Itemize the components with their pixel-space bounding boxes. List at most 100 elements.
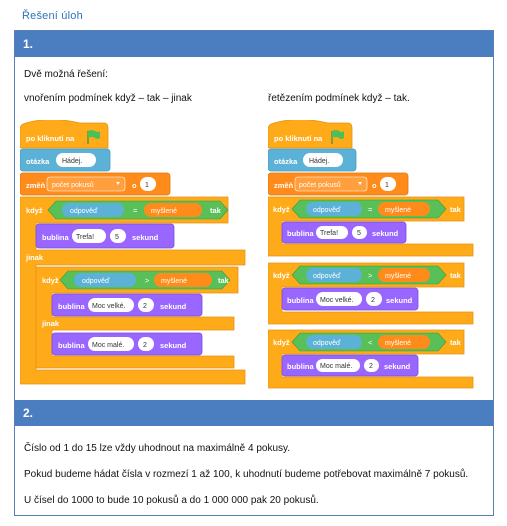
when-clicked-label: po kliknutí na <box>26 134 75 143</box>
then-label: tak <box>450 205 462 214</box>
secret-label: myšlené <box>151 208 177 215</box>
green-flag-icon <box>331 130 344 144</box>
else-label: jinak <box>25 253 44 262</box>
ask-input[interactable] <box>303 153 343 167</box>
content-frame <box>14 30 494 516</box>
say-hit-secs-input[interactable] <box>352 226 367 239</box>
ask-input[interactable] <box>56 153 96 167</box>
ask-value: Hádej. <box>309 158 329 165</box>
secret-label: myšlené <box>385 340 411 347</box>
guess-reporter[interactable] <box>306 335 362 349</box>
guess-label: odpověď <box>313 273 341 280</box>
secret-label: myšlené <box>385 207 411 214</box>
inner-secret-reporter[interactable] <box>154 273 212 287</box>
say-label: bublina <box>287 362 314 371</box>
then-label: tak <box>450 338 462 347</box>
say-big-input[interactable] <box>88 298 134 312</box>
answer-line-1: Číslo od 1 do 15 lze vždy uhodnout na ma… <box>24 443 291 454</box>
say-hit-input[interactable] <box>316 226 348 239</box>
say-big-message: Moc velké. <box>320 297 354 304</box>
say-hit-secs: 5 <box>115 234 119 241</box>
inner-guess-reporter[interactable] <box>74 273 136 287</box>
intro-text: Dvě možná řešení: <box>24 69 108 80</box>
if-label: když <box>26 206 43 215</box>
say-small-secs-input[interactable] <box>138 337 154 351</box>
right-script: po kliknutí na otázka Hádej. změň počet … <box>268 120 474 389</box>
right-caption: řetězením podmínek když – tak. <box>268 93 410 104</box>
say-hit-message: Trefa! <box>76 234 94 241</box>
left-script: po kliknutí na otázka Hádej. změň počet … <box>20 120 246 385</box>
when-flag-clicked-block[interactable] <box>20 120 109 149</box>
say-hit-secs-input[interactable] <box>110 229 126 243</box>
secs-label: sekund <box>384 362 411 371</box>
say-small-message: Moc malé. <box>320 363 352 370</box>
section-2-bar: 2. <box>15 400 493 426</box>
say-big-secs-label: sekund <box>160 302 187 311</box>
say-big-secs: 2 <box>143 303 147 310</box>
dropdown-arrow-icon <box>358 182 362 185</box>
answer-line-2: Pokud budeme hádat čísla v rozmezí 1 až … <box>24 469 469 480</box>
say-small-secs: 2 <box>143 342 147 349</box>
say-hit-input[interactable] <box>72 229 106 243</box>
variable-dropdown[interactable] <box>294 176 368 192</box>
inner-if-else-block[interactable] <box>35 266 239 369</box>
ask-value: Hádej. <box>62 158 82 165</box>
secret-reporter[interactable] <box>378 202 430 216</box>
when-flag-clicked-block[interactable] <box>268 120 353 149</box>
say-big-message: Moc velké. <box>92 303 126 310</box>
secret-reporter[interactable] <box>378 268 430 282</box>
dropdown-arrow-icon <box>116 182 120 185</box>
if-label: když <box>273 205 290 214</box>
greater-operator: > <box>145 276 150 285</box>
greater-operator: > <box>368 271 373 280</box>
if-label: když <box>273 338 290 347</box>
change-var-label: počet pokusů <box>299 181 341 189</box>
change-label: změň <box>274 181 294 190</box>
say-big-secs-input[interactable] <box>138 298 154 312</box>
green-flag-icon <box>87 130 100 144</box>
say-small-secs: 2 <box>369 363 373 370</box>
when-clicked-label: po kliknutí na <box>274 134 323 143</box>
left-caption: vnořením podmínek když – tak – jinak <box>24 93 192 104</box>
say-big-label: bublina <box>58 302 85 311</box>
section-1-number: 1. <box>23 37 34 51</box>
section-heading: Řešení úloh <box>22 10 83 22</box>
say-big-secs: 2 <box>371 297 375 304</box>
secret-reporter[interactable] <box>378 335 430 349</box>
say-hit-secs: 5 <box>357 230 361 237</box>
secs-label: sekund <box>132 233 159 242</box>
inner-secret-label: myšlené <box>161 278 187 285</box>
guess-reporter[interactable] <box>306 268 362 282</box>
then-label: tak <box>450 271 462 280</box>
say-small-secs-input[interactable] <box>364 359 379 372</box>
say-big-input[interactable] <box>316 292 362 306</box>
say-small-message: Moc malé. <box>92 342 124 349</box>
change-value: 1 <box>385 182 389 189</box>
change-by-label: o <box>372 181 377 190</box>
section-2-number: 2. <box>23 406 34 420</box>
say-big-secs-input[interactable] <box>366 292 382 306</box>
inner-else-label: jinak <box>41 319 60 328</box>
say-small-input[interactable] <box>316 359 360 372</box>
change-by-label: o <box>132 181 137 190</box>
change-value: 1 <box>145 182 149 189</box>
equals-operator: = <box>368 205 373 214</box>
secs-label: sekund <box>372 229 399 238</box>
secret-label: myšlené <box>385 273 411 280</box>
ask-label: otázka <box>26 157 50 166</box>
change-value-input[interactable] <box>140 177 156 191</box>
less-operator: < <box>368 338 373 347</box>
change-value-input[interactable] <box>380 177 396 191</box>
section-1-bar: 1. <box>15 31 493 57</box>
guess-reporter[interactable] <box>62 203 124 217</box>
change-var-label: počet pokusů <box>52 181 94 189</box>
variable-dropdown[interactable] <box>46 176 126 192</box>
guess-reporter[interactable] <box>306 202 362 216</box>
say-small-input[interactable] <box>88 337 134 351</box>
inner-then-label: tak <box>218 276 230 285</box>
inner-guess-label: odpověď <box>82 278 110 285</box>
if-label: když <box>273 271 290 280</box>
ask-label: otázka <box>274 157 298 166</box>
answer-line-3: U čísel do 1000 to bude 10 pokusů a do 1… <box>24 495 319 506</box>
secret-reporter[interactable] <box>144 203 202 217</box>
